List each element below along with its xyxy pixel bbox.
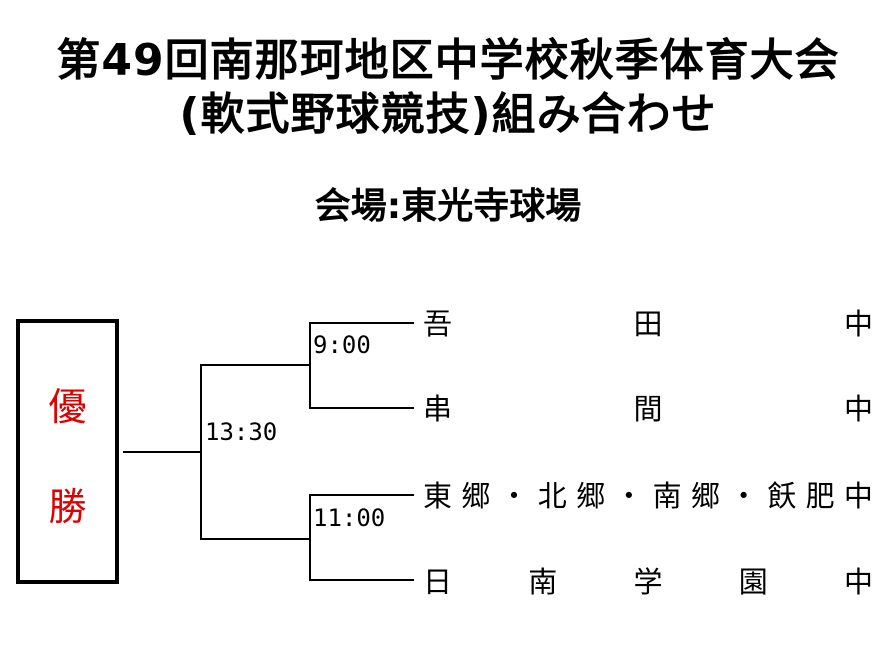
bracket-line-team4: [309, 579, 414, 581]
match-time-semi2: 11:00: [313, 504, 386, 532]
match-time-final: 13:30: [205, 418, 278, 446]
venue-label: 会場:東光寺球場: [314, 186, 582, 227]
team-char: 飫: [767, 479, 797, 513]
team-char: 南: [652, 479, 682, 513]
bracket-line-team2: [309, 407, 414, 409]
team-row-1: 吾 田 中: [423, 307, 873, 341]
bracket-line-team1: [309, 322, 414, 324]
team-char: 学: [633, 565, 663, 599]
team-char: 間: [633, 392, 663, 426]
champion-box: 優 勝: [16, 319, 119, 584]
champion-char-2: 勝: [48, 485, 87, 529]
team-row-2: 串 間 中: [423, 392, 873, 426]
bracket-line-final-stem: [123, 451, 201, 453]
team-char: 園: [738, 565, 768, 599]
bracket-line-final-vertical: [200, 364, 202, 540]
team-char: 郷: [690, 479, 720, 513]
team-char: 中: [843, 565, 873, 599]
team-char: 中: [843, 479, 873, 513]
team-char: 日: [423, 565, 453, 599]
team-char: 東: [423, 479, 453, 513]
team-row-4: 日 南 学 園 中: [423, 565, 873, 599]
team-char: 肥: [805, 479, 835, 513]
team-char: ・: [729, 479, 759, 513]
team-char: 吾: [423, 307, 453, 341]
title-line-2: (軟式野球競技)組み合わせ: [179, 89, 717, 140]
champion-char-1: 優: [48, 385, 87, 429]
bracket-line-final-upper: [200, 364, 310, 366]
team-char: 南: [528, 565, 558, 599]
team-char: 中: [843, 392, 873, 426]
bracket-line-semi1-vertical: [309, 322, 311, 409]
team-char: ・: [614, 479, 644, 513]
bracket-line-semi2-vertical: [309, 494, 311, 581]
bracket-line-final-lower: [200, 538, 310, 540]
match-time-semi1: 9:00: [313, 331, 371, 359]
team-char: 串: [423, 392, 453, 426]
team-char: 郷: [461, 479, 491, 513]
team-row-3: 東 郷 ・ 北 郷 ・ 南 郷 ・ 飫 肥 中: [423, 479, 873, 513]
team-char: ・: [499, 479, 529, 513]
team-char: 北: [537, 479, 567, 513]
team-char: 田: [633, 307, 663, 341]
title-line-1: 第49回南那珂地区中学校秋季体育大会: [56, 35, 840, 86]
team-char: 郷: [576, 479, 606, 513]
bracket-line-team3: [309, 494, 414, 496]
team-char: 中: [843, 307, 873, 341]
